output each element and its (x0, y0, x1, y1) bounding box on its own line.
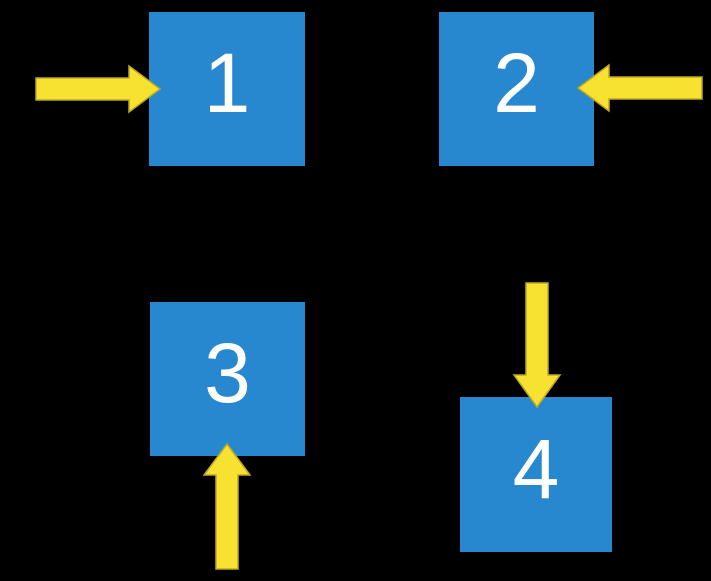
box-1-label: 1 (203, 36, 251, 130)
box-3: 3 (150, 302, 305, 456)
box-4-label: 4 (512, 421, 560, 516)
arrow-left-icon (576, 63, 703, 113)
box-1: 1 (149, 12, 305, 166)
arrow-down-icon (512, 282, 562, 409)
arrow-right-icon (35, 64, 162, 114)
box-2-label: 2 (493, 36, 540, 130)
box-2: 2 (439, 12, 594, 166)
arrow-up-shape (202, 442, 252, 570)
arrow-left-shape (576, 63, 703, 113)
box-4: 4 (460, 397, 612, 552)
arrow-down-shape (512, 282, 562, 409)
arrow-right-shape (35, 64, 162, 114)
box-3-label: 3 (204, 326, 251, 420)
arrow-up-icon (202, 442, 252, 570)
